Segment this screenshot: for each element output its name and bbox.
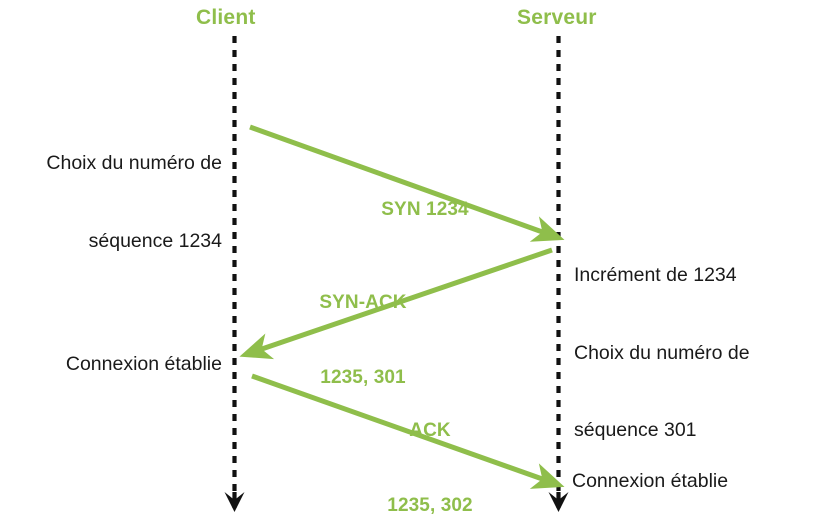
note-client-sequence-choice-line1: Choix du numéro de (46, 151, 222, 174)
arrow-syn-ack (239, 247, 553, 360)
message-label-syn: SYN 1234 (330, 146, 520, 272)
note-client-connection-established: Connexion établie (65, 353, 222, 375)
note-client-sequence-choice-line2: séquence 1234 (88, 229, 222, 252)
message-label-syn-ack: SYN-ACK 1235, 301 (268, 239, 458, 441)
actor-title-client: Client (196, 6, 256, 29)
lifeline-server-arrowhead (548, 492, 569, 512)
message-label-syn-line1: SYN 1234 (381, 198, 469, 220)
note-server-increment: Incrément de 1234 Choix du numéro de séq… (574, 211, 814, 496)
arrow-syn (249, 124, 565, 242)
note-client-sequence-choice: Choix du numéro de séquence 1234 (0, 99, 222, 306)
message-label-syn-ack-line2: 1235, 301 (320, 367, 406, 389)
message-label-ack-line2: 1235, 302 (387, 495, 473, 517)
note-server-increment-line2: Choix du numéro de (574, 341, 750, 364)
message-label-ack-line1: ACK (409, 419, 451, 441)
message-label-ack: ACK 1235, 302 (335, 367, 525, 529)
note-server-increment-line3: séquence 301 (574, 419, 697, 442)
note-server-connection-established: Connexion établie (572, 470, 729, 492)
note-server-increment-line1: Incrément de 1234 (574, 263, 737, 286)
message-label-syn-ack-line1: SYN-ACK (319, 291, 407, 313)
actor-title-server: Serveur (517, 6, 597, 29)
arrow-ack (251, 373, 565, 489)
lifeline-client-arrowhead (224, 492, 245, 512)
